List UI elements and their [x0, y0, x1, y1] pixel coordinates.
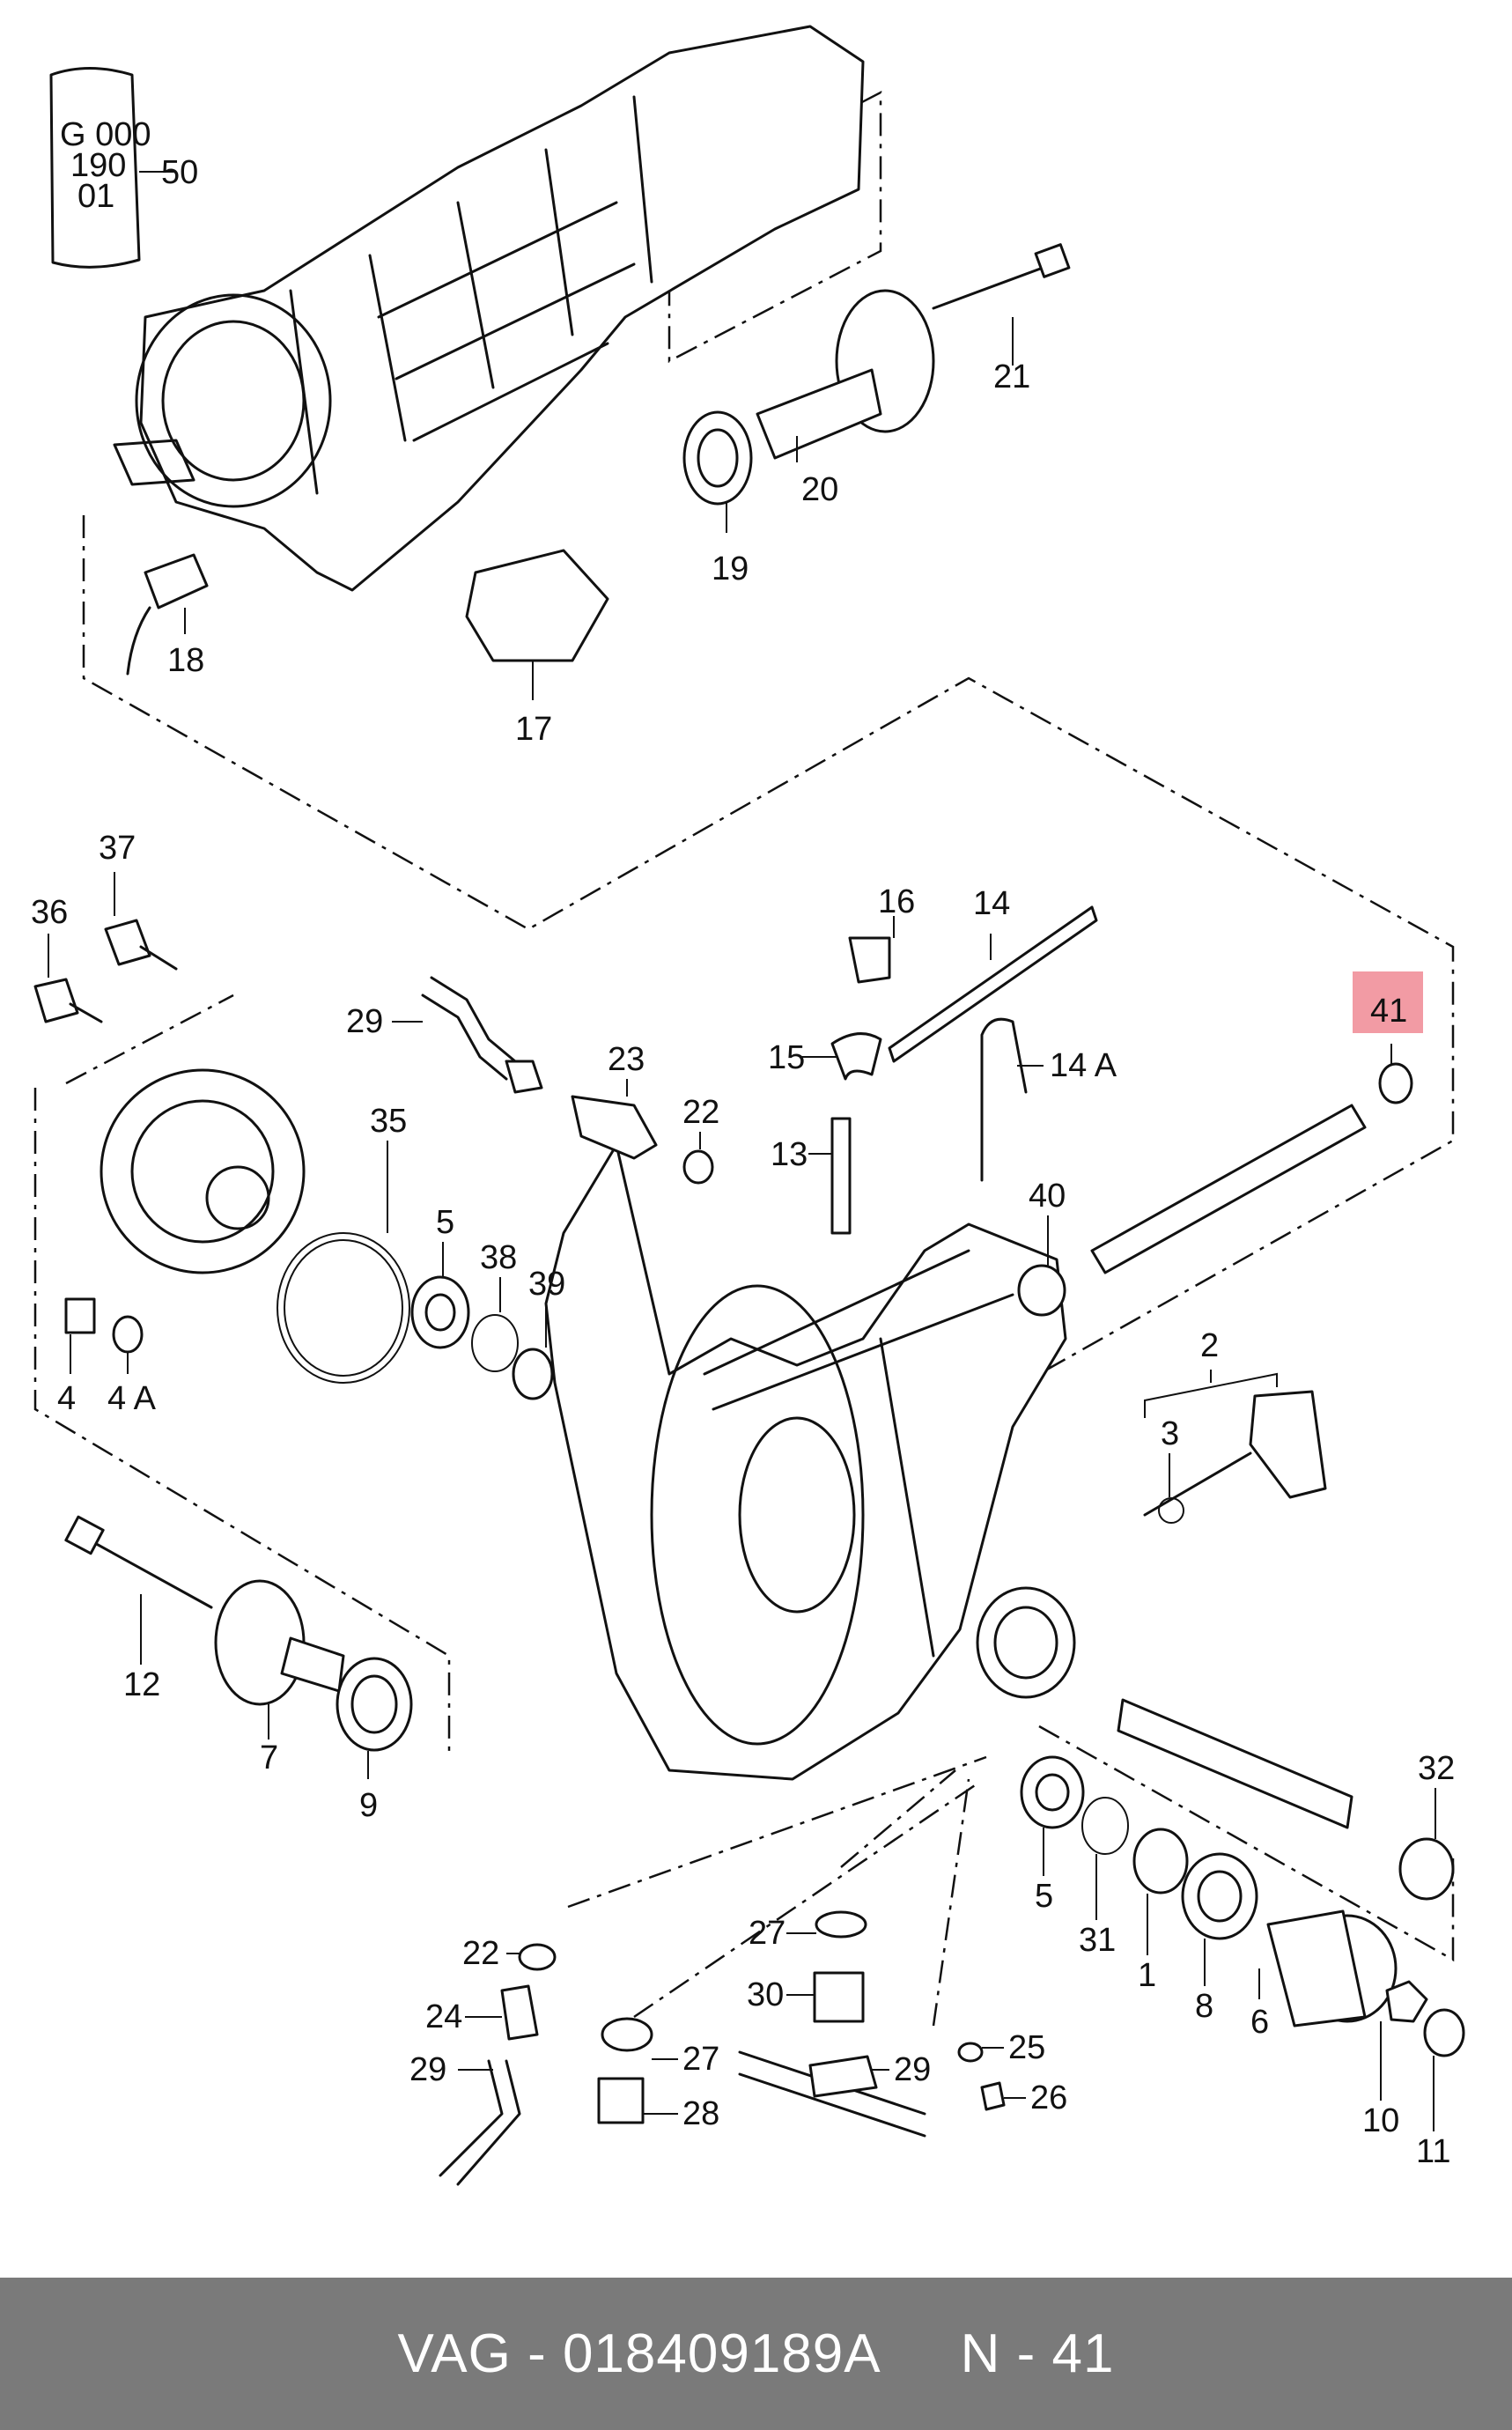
label-14: 14	[973, 885, 1010, 922]
label-5-left: 5	[436, 1204, 454, 1241]
sealant-sachet: G 000 190 01	[49, 67, 151, 269]
label-23: 23	[608, 1041, 645, 1078]
part-labels: 50 21 20 19 18 17 37 36 16 14 15 14 A 13…	[31, 154, 1455, 2170]
label-20: 20	[801, 471, 838, 508]
label-40: 40	[1029, 1178, 1066, 1215]
label-27-centre: 27	[749, 1915, 786, 1952]
part-number-footer: VAG - 018409189A N - 41	[0, 2278, 1512, 2430]
label-38: 38	[480, 1239, 517, 1276]
label-4a: 4 A	[107, 1380, 157, 1417]
top-parts	[126, 243, 1071, 676]
label-7: 7	[260, 1739, 278, 1776]
label-22-bottom: 22	[462, 1935, 499, 1972]
label-11: 11	[1416, 2133, 1450, 2170]
label-1: 1	[1138, 1957, 1156, 1994]
label-2: 2	[1200, 1327, 1219, 1364]
label-29-centre: 29	[894, 2051, 931, 2088]
label-27-left: 27	[682, 2041, 719, 2078]
label-9: 9	[359, 1787, 378, 1824]
sachet-line-3: 01	[77, 178, 114, 215]
label-12: 12	[123, 1666, 160, 1703]
label-15: 15	[768, 1039, 805, 1076]
label-6: 6	[1250, 2004, 1269, 2041]
label-5-right: 5	[1035, 1878, 1053, 1915]
label-35: 35	[370, 1103, 407, 1140]
label-30: 30	[747, 1976, 784, 2013]
label-25: 25	[1008, 2029, 1045, 2066]
label-13: 13	[771, 1136, 808, 1173]
label-36: 36	[31, 894, 68, 931]
label-29-top: 29	[346, 1003, 383, 1040]
exploded-parts-diagram: G 000 190 01	[31, 25, 1465, 2186]
footer-part-number: VAG - 018409189A	[397, 2323, 881, 2384]
label-37: 37	[99, 830, 136, 867]
footer-text: VAG - 018409189A N - 41	[398, 2323, 1115, 2385]
label-41: 41	[1370, 993, 1407, 1030]
label-8: 8	[1195, 1988, 1213, 2025]
label-18: 18	[167, 642, 204, 679]
bell-housing	[544, 1143, 1076, 1781]
label-4: 4	[57, 1380, 76, 1417]
label-17: 17	[515, 711, 552, 748]
label-21: 21	[993, 358, 1030, 395]
sachet-line-2: 190	[70, 147, 126, 184]
sachet-line-1: G 000	[60, 116, 151, 153]
label-19: 19	[712, 550, 749, 587]
footer-position: N - 41	[960, 2323, 1115, 2384]
middle-parts	[421, 905, 1413, 1524]
diagram-canvas: G 000 190 01	[31, 25, 1465, 2186]
label-24: 24	[425, 1998, 462, 2035]
label-22-top: 22	[682, 1094, 719, 1131]
label-16: 16	[878, 883, 915, 920]
transmission-housing	[113, 25, 865, 592]
label-28: 28	[682, 2095, 719, 2132]
group-frames	[33, 90, 1455, 1962]
label-50: 50	[161, 154, 198, 191]
label-3: 3	[1161, 1415, 1179, 1452]
bottom-parts	[439, 1755, 1006, 2186]
label-26: 26	[1030, 2079, 1067, 2116]
lower-right-parts	[1020, 1698, 1465, 2057]
left-parts	[33, 919, 554, 1752]
part-41-highlight	[1353, 971, 1423, 1033]
leader-lines	[48, 171, 1436, 2131]
label-39: 39	[528, 1266, 565, 1303]
label-29-left: 29	[409, 2051, 446, 2088]
label-32: 32	[1418, 1750, 1455, 1787]
label-14a: 14 A	[1050, 1047, 1117, 1084]
label-10: 10	[1362, 2102, 1399, 2139]
label-31: 31	[1079, 1922, 1116, 1959]
